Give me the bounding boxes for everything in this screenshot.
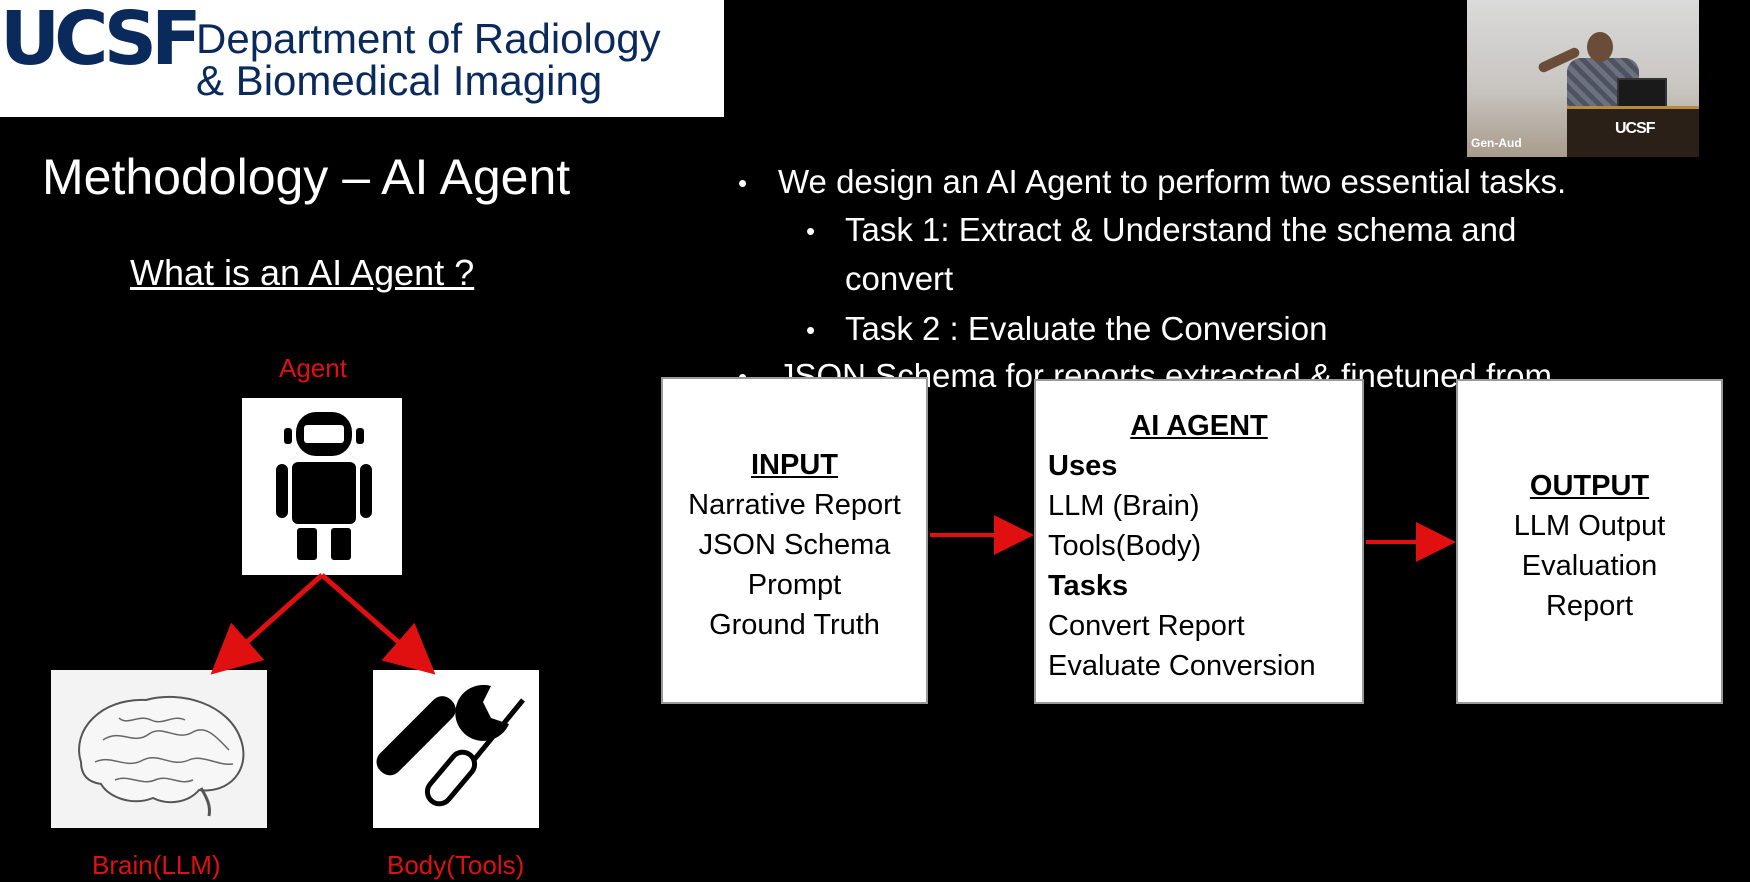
output-heading: OUTPUT <box>1529 470 1650 502</box>
output-item: LLM Output <box>1513 510 1666 542</box>
department-name-line2: & Biomedical Imaging <box>196 57 603 104</box>
arrow-agent-to-brain <box>210 573 324 675</box>
brain-icon <box>78 695 245 817</box>
tools-image <box>373 670 539 828</box>
video-label: Gen-Aud <box>1471 136 1522 150</box>
tasks-item: Convert Report <box>1048 610 1245 642</box>
wrench-icon <box>376 684 509 800</box>
tasks-label: Tasks <box>1048 570 1129 602</box>
speaker-video: UCSF Gen-Aud <box>1467 0 1699 157</box>
ai-agent-heading: AI AGENT <box>1130 410 1268 442</box>
input-item: Ground Truth <box>709 609 880 641</box>
department-name-line1: Department of Radiology <box>196 15 661 62</box>
speaker-head <box>1587 32 1613 62</box>
ai-agent-box: AI AGENT Uses LLM (Brain) Tools(Body) Ta… <box>1034 379 1364 704</box>
screwdriver-icon <box>424 698 525 807</box>
robot-image <box>242 398 402 575</box>
output-box: OUTPUT LLM Output Evaluation Report <box>1456 379 1723 704</box>
agent-label: Agent <box>279 353 347 383</box>
bullet-task-1: Task 1: Extract & Understand the schema … <box>845 211 1517 248</box>
robot-icon <box>276 412 372 560</box>
bullet-task-1-continued: convert <box>845 260 954 297</box>
bullet-dot-2: • <box>806 216 816 246</box>
bullet-dot-3: • <box>806 315 816 345</box>
brain-label: Brain(LLM) <box>92 850 221 880</box>
tools-label: Body(Tools) <box>387 850 525 880</box>
uses-item: LLM (Brain) <box>1048 490 1200 522</box>
bullet-dot-1: • <box>738 168 748 198</box>
tasks-item: Evaluate Conversion <box>1048 650 1316 682</box>
arrow-agent-to-tools <box>320 573 436 675</box>
output-item: Evaluation <box>1521 550 1658 582</box>
agent-question: What is an AI Agent ? <box>130 252 475 293</box>
input-item: Prompt <box>747 569 842 601</box>
brain-image <box>51 670 267 828</box>
output-item: Report <box>1545 590 1634 622</box>
input-box: INPUT Narrative Report JSON Schema Promp… <box>661 377 928 704</box>
input-item: JSON Schema <box>698 529 891 561</box>
podium-logo: UCSF <box>1615 120 1656 137</box>
uses-label: Uses <box>1048 450 1118 482</box>
slide-title: Methodology – AI Agent <box>42 149 571 205</box>
input-item: Narrative Report <box>688 489 901 521</box>
uses-item: Tools(Body) <box>1048 530 1202 562</box>
bullet-task-2: Task 2 : Evaluate the Conversion <box>845 310 1328 347</box>
header-logo-band: UCSF Department of Radiology & Biomedica… <box>0 0 724 117</box>
tools-svg <box>376 684 525 807</box>
bullet-ai-agent-tasks: We design an AI Agent to perform two ess… <box>778 163 1567 200</box>
ucsf-logo: UCSF <box>0 0 202 82</box>
input-heading: INPUT <box>751 449 838 481</box>
podium <box>1567 106 1699 157</box>
